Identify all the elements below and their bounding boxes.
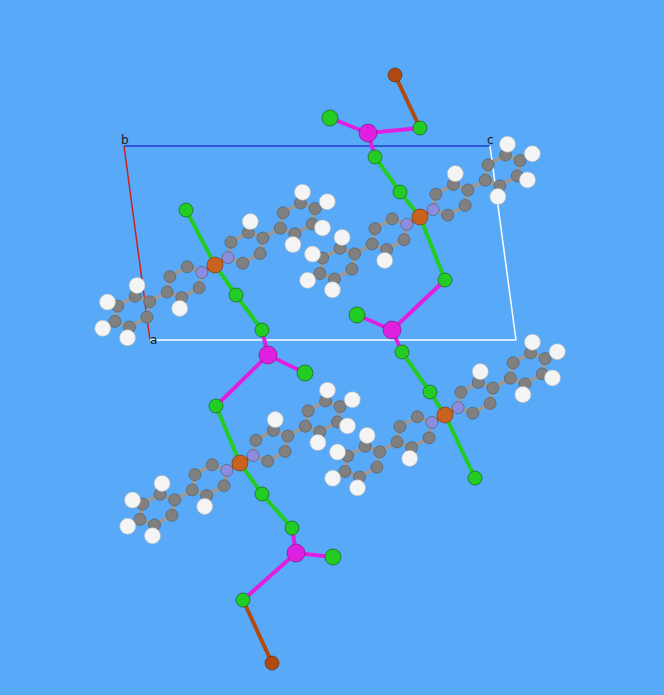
axis-label: a xyxy=(150,334,157,346)
axis-label: c xyxy=(487,134,494,146)
axis-label: b xyxy=(121,134,129,146)
